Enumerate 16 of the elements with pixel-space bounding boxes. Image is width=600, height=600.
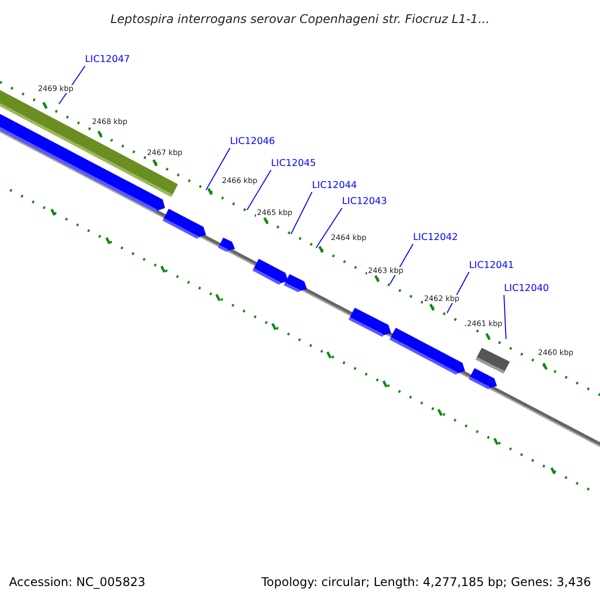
gene-label: LIC12043 bbox=[342, 197, 387, 206]
leader-line bbox=[504, 294, 506, 340]
gene-label: LIC12045 bbox=[271, 159, 316, 168]
title: Leptospira interrogans serovar Copenhageni str. Fiocruz L1-1... bbox=[109, 13, 491, 25]
leader-line bbox=[290, 192, 312, 234]
leader-line bbox=[246, 170, 272, 210]
gene-label: LIC12041 bbox=[469, 261, 514, 270]
footer-text: Topology: circular; Length: 4,277,185 bp; Genes: 3,436 bbox=[261, 576, 591, 588]
gene-label: LIC12040 bbox=[504, 284, 549, 294]
gene-label: LIC12047 bbox=[85, 55, 130, 64]
gene-label: LIC12042 bbox=[413, 233, 458, 242]
gene-label: LIC12046 bbox=[230, 137, 275, 146]
leader-line bbox=[316, 208, 342, 248]
leader-line bbox=[206, 148, 230, 190]
footer-text: Accession: NC_005823 bbox=[9, 576, 146, 588]
gene-label: LIC12044 bbox=[312, 181, 357, 190]
